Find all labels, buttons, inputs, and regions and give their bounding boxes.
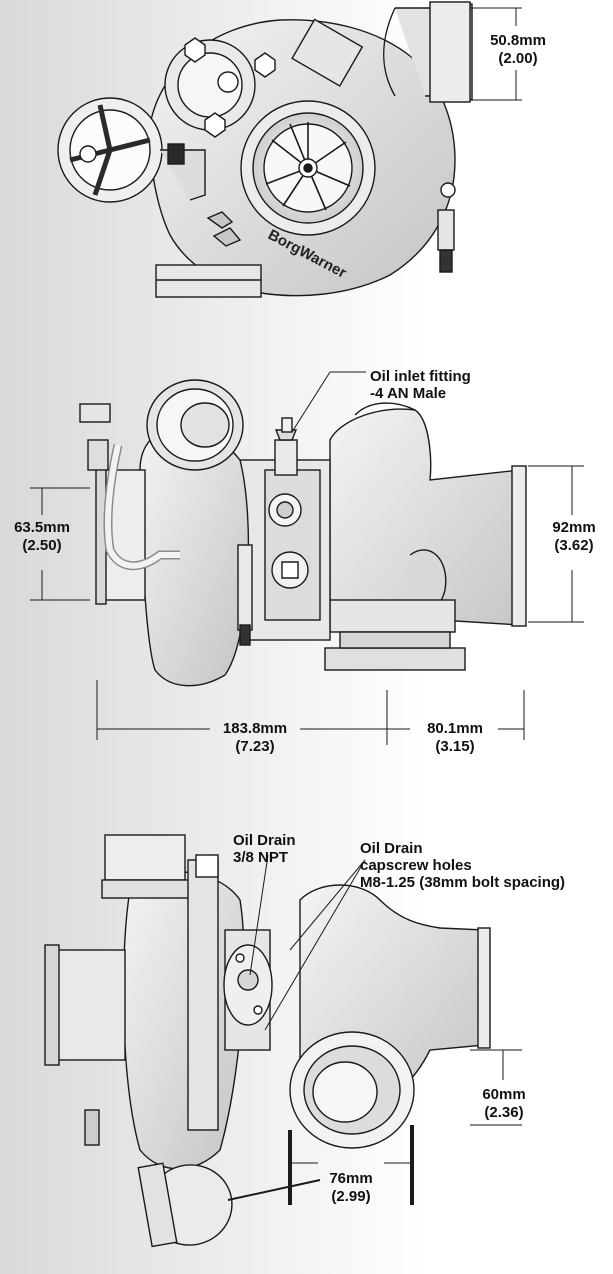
bottom-view-drawing [44, 834, 522, 1248]
inlet-flange-dim-in: (2.36) [484, 1104, 524, 1121]
side-dimension-lines [30, 371, 584, 745]
overall-length-dim-in: (7.23) [235, 738, 275, 755]
flange-width-dim-in: (2.99) [331, 1188, 371, 1205]
oil-drain-label: Oil Drain 3/8 NPT [233, 832, 296, 866]
inlet-dim-mm: 63.5mm [14, 519, 70, 536]
turbine-outlet-dim-in: (3.62) [554, 537, 594, 554]
turbine-outlet-dimension-label: 92mm (3.62) [542, 519, 606, 555]
turbine-outlet-dim-mm: 92mm [552, 519, 596, 536]
inlet-dim-in: (2.50) [22, 537, 62, 554]
outlet-dim-mm: 50.8mm [490, 32, 546, 49]
flange-width-dim-mm: 76mm [329, 1170, 373, 1187]
outlet-offset-dimension-label: 80.1mm (3.15) [412, 720, 498, 756]
capscrew-line2: capscrew holes [360, 857, 472, 874]
outlet-dimension-lines [470, 7, 522, 101]
oil-drain-line1: Oil Drain [233, 832, 296, 849]
oil-inlet-label: Oil inlet fitting -4 AN Male [370, 368, 471, 402]
inlet-dimension-label: 63.5mm (2.50) [10, 519, 74, 555]
overall-length-dimension-label: 183.8mm (7.23) [212, 720, 298, 756]
center-housing-bottom [187, 859, 219, 1131]
flange-width-dimension-label: 76mm (2.99) [318, 1170, 384, 1206]
oil-inlet-line1: Oil inlet fitting [370, 368, 471, 385]
outlet-dim-in: (2.00) [498, 50, 538, 67]
capscrew-label: Oil Drain capscrew holes M8-1.25 (38mm b… [360, 840, 565, 891]
inlet-flange-dimension-label: 60mm (2.36) [472, 1086, 536, 1122]
top-view-drawing [57, 1, 522, 298]
outlet-offset-dim-mm: 80.1mm [427, 720, 483, 737]
oil-drain-line2: 3/8 NPT [233, 849, 289, 866]
outlet-offset-dim-in: (3.15) [435, 738, 475, 755]
oil-inlet-line2: -4 AN Male [370, 385, 447, 402]
capscrew-line1: Oil Drain [360, 840, 423, 857]
side-view-drawing [30, 371, 584, 745]
overall-length-dim-mm: 183.8mm [222, 720, 288, 737]
capscrew-line3: M8-1.25 (38mm bolt spacing) [360, 874, 566, 891]
outlet-dimension-label: 50.8mm (2.00) [488, 32, 548, 68]
bottom-dimension-lines [249, 854, 522, 1205]
inlet-flange-dim-mm: 60mm [482, 1086, 526, 1103]
